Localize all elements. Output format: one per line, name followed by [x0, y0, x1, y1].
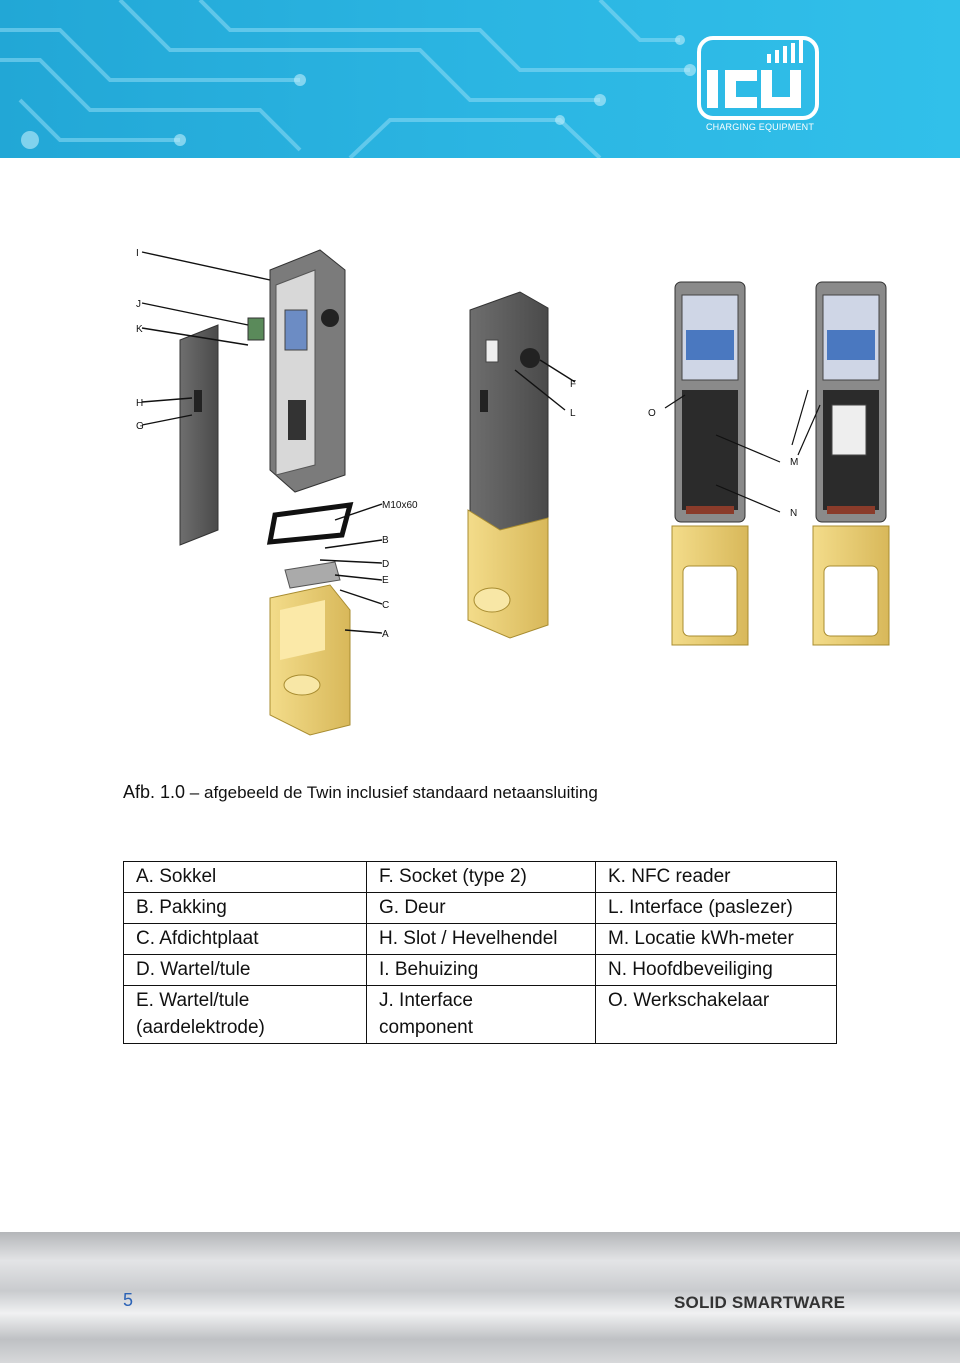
- legend-cell: F. Socket (type 2): [366, 861, 596, 893]
- callout-a: A: [382, 629, 389, 640]
- callout-g: G: [136, 421, 144, 432]
- base-socle-left: [269, 584, 351, 736]
- legend-cell: L. Interface (paslezer): [595, 892, 837, 924]
- gasket: [266, 502, 354, 545]
- door-panel: [179, 324, 219, 546]
- callout-i: I: [136, 248, 139, 259]
- callout-o: O: [648, 408, 656, 419]
- footer-brand: SOLID SMARTWARE: [674, 1293, 846, 1312]
- circuit-pattern: [0, 0, 696, 158]
- open-unit-2: [812, 281, 890, 646]
- callout-l: L: [570, 408, 576, 419]
- header-banner: CHARGING EQUIPMENT: [0, 0, 960, 158]
- caption-text: afgebeeld de Twin inclusief standaard ne…: [203, 783, 598, 802]
- logo-subtitle: CHARGING EQUIPMENT: [705, 122, 815, 132]
- legend-cell: G. Deur: [366, 892, 596, 924]
- callout-b: B: [382, 535, 389, 546]
- callout-f: F: [570, 379, 576, 390]
- callout-d: D: [382, 559, 389, 570]
- footer-bar: [0, 1232, 960, 1363]
- legend-cell: E. Wartel/tule (aardelektrode): [123, 985, 367, 1044]
- callout-m10x60: M10x60: [382, 500, 418, 511]
- caption-prefix: Afb. 1.0: [123, 782, 186, 802]
- callout-c: C: [382, 600, 389, 611]
- callout-m: M: [790, 457, 798, 468]
- legend-cell: A. Sokkel: [123, 861, 367, 893]
- callout-j: J: [136, 299, 141, 310]
- legend-cell: J. Interface component: [366, 985, 596, 1044]
- sealing-plate: [284, 561, 341, 589]
- legend-cell: D. Wartel/tule: [123, 954, 367, 986]
- assembled-unit: [467, 291, 549, 639]
- legend-cell: H. Slot / Hevelhendel: [366, 923, 596, 955]
- housing-open: [269, 249, 346, 493]
- open-unit-1: [671, 281, 749, 646]
- nfc-reader-part: [247, 317, 265, 341]
- legend-cell: C. Afdichtplaat: [123, 923, 367, 955]
- caption-dash: –: [189, 783, 200, 802]
- callout-k: K: [136, 324, 143, 335]
- legend-row: E. Wartel/tule (aardelektrode)J. Interfa…: [123, 985, 837, 1044]
- icu-logo: [697, 36, 819, 120]
- legend-cell: N. Hoofdbeveiliging: [595, 954, 837, 986]
- callout-e: E: [382, 575, 389, 586]
- callout-h: H: [136, 398, 143, 409]
- legend-cell: M. Locatie kWh-meter: [595, 923, 837, 955]
- page-number: 5: [123, 1290, 134, 1310]
- legend-cell: B. Pakking: [123, 892, 367, 924]
- callout-n: N: [790, 508, 797, 519]
- legend-cell: O. Werkschakelaar: [595, 985, 837, 1044]
- legend-cell: I. Behuizing: [366, 954, 596, 986]
- legend-cell: K. NFC reader: [595, 861, 837, 893]
- figure-caption: Afb. 1.0 – afgebeeld de Twin inclusief s…: [123, 782, 598, 803]
- exploded-view-figure: I J K H G M10x60 B D E C A F L O M N: [136, 248, 890, 736]
